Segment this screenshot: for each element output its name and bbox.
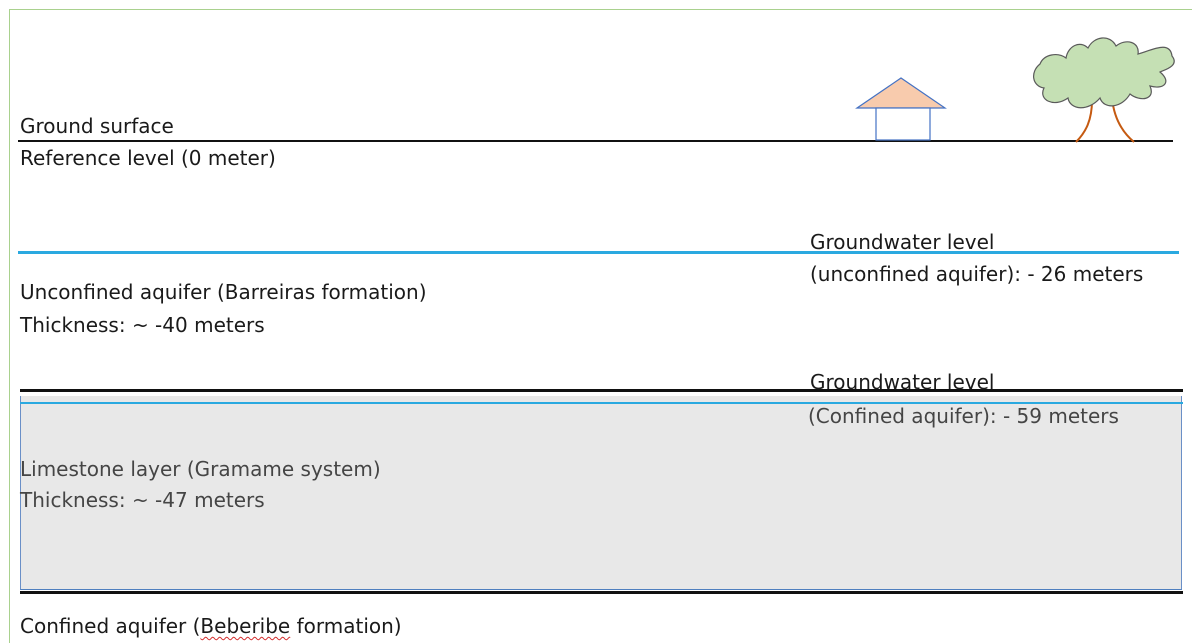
unconfined-water-table-line (18, 251, 1179, 254)
ground-surface-line (18, 140, 1173, 142)
limestone-layer (20, 396, 1182, 590)
tree-icon (1033, 37, 1175, 143)
beberibe-spellcheck-word: Beberibe (200, 614, 291, 638)
limestone-top-boundary (20, 389, 1183, 392)
limestone-bottom-boundary (20, 591, 1183, 594)
ground-surface-label: Ground surface (20, 114, 174, 138)
unconfined-thickness-label: Thickness: ~ -40 meters (20, 313, 265, 337)
confined-aquifer-label: Confined aquifer (Beberibe formation) (20, 614, 402, 638)
confined-gw-label-line2: (Confined aquifer): - 59 meters (808, 404, 1119, 428)
reference-level-label: Reference level (0 meter) (20, 146, 276, 170)
confined-aquifer-label-suffix: formation) (290, 614, 402, 638)
diagram-frame (9, 9, 1192, 643)
unconfined-gw-label-line2: (unconfined aquifer): - 26 meters (810, 262, 1144, 286)
confined-water-table-line (20, 402, 1183, 404)
confined-gw-label-line1: Groundwater level (810, 370, 995, 394)
unconfined-gw-label-line1: Groundwater level (810, 230, 995, 254)
unconfined-aquifer-label: Unconfined aquifer (Barreiras formation) (20, 280, 427, 304)
limestone-thickness-label: Thickness: ~ -47 meters (20, 488, 265, 512)
limestone-layer-label: Limestone layer (Gramame system) (20, 457, 381, 481)
house-icon (855, 77, 947, 141)
confined-aquifer-label-prefix: Confined aquifer ( (20, 614, 201, 638)
